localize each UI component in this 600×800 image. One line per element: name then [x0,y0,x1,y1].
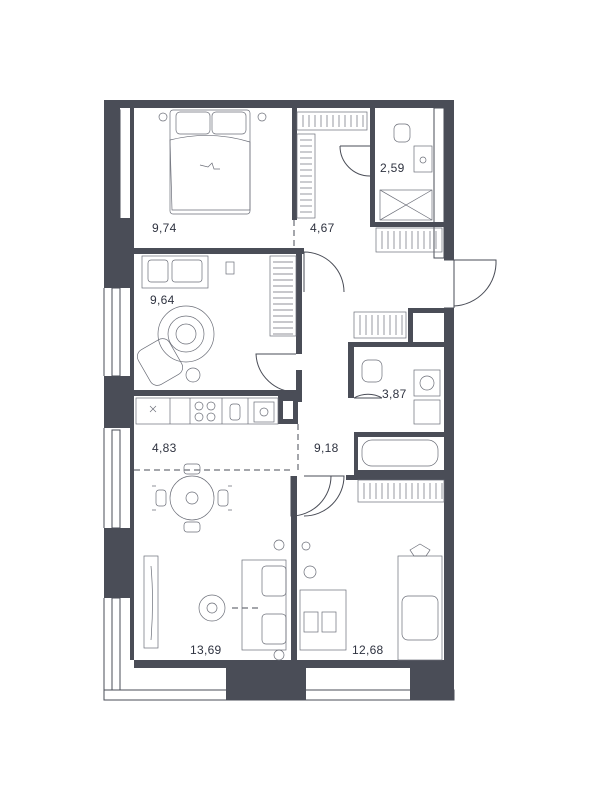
area-label-kitchen: 4,83 [152,441,177,455]
doors [255,145,497,517]
kitchen-counter [135,397,279,425]
bottom-bedroom-furniture [299,541,443,661]
area-label-bedroom-top: 9,74 [152,221,177,235]
wardrobe-units [269,111,445,503]
area-label-wardrobe: 4,67 [310,221,335,235]
living-room-furniture [143,539,287,661]
area-label-living-room: 13,69 [190,643,222,657]
area-labels: 9,74 4,67 2,59 9,64 3,87 4,83 9,18 13,69… [150,161,407,657]
bed-top [158,109,267,215]
exterior-walls [103,100,455,701]
area-label-bathroom-top: 2,59 [380,161,405,175]
interior-walls [130,108,444,668]
middle-bedroom-furniture [136,255,235,386]
area-label-hallway: 9,18 [314,441,339,455]
zone-dividers [134,220,299,471]
dining-table [152,463,232,533]
area-label-bedroom-bottom: 12,68 [352,643,384,657]
bathroom-top-fixtures [379,123,433,221]
bathroom-middle-fixtures [361,359,441,467]
area-label-bedroom-middle: 9,64 [150,293,175,307]
area-label-bathroom-middle: 3,87 [382,387,407,401]
